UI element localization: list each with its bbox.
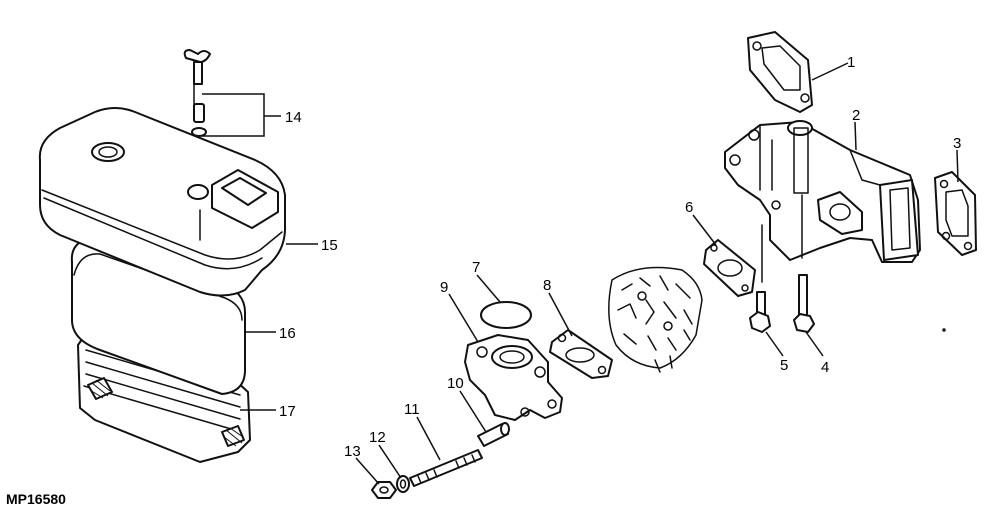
part-5-screw: [749, 291, 771, 333]
callout-7: 7: [472, 259, 480, 276]
callout-10: 10: [447, 375, 464, 392]
callout-6: 6: [685, 199, 693, 216]
part-14-wing-nut-stud: [183, 49, 211, 137]
part-8-gasket: [549, 329, 613, 379]
cover-intake-port: [211, 169, 279, 229]
callout-3: 3: [953, 135, 961, 152]
part-13-nut: [371, 481, 397, 499]
part-3-gasket: [934, 171, 977, 256]
part-9-elbow: [464, 334, 563, 421]
callout-11: 11: [404, 401, 420, 418]
part-10-spacer: [477, 422, 510, 447]
callouts: 1 2 3 4 5 6 7 8 9 10 11 12 13 14 15 16 1…: [279, 54, 961, 460]
left-screen: [87, 377, 113, 400]
part-6-gasket: [703, 239, 756, 297]
part-1-gasket: [747, 31, 813, 113]
part-4-cap-screw: [793, 274, 815, 333]
part-12-washer: [396, 475, 410, 493]
callout-5: 5: [780, 357, 788, 374]
leader-lines: [202, 62, 959, 485]
part-15-cover: [38, 107, 286, 297]
carburetor: [608, 266, 703, 373]
callout-8: 8: [543, 277, 551, 294]
callout-4: 4: [821, 359, 829, 376]
callout-9: 9: [440, 279, 448, 296]
part-17-base: [77, 334, 251, 463]
callout-13: 13: [344, 443, 361, 460]
part-11-stud: [409, 449, 483, 487]
figure-id: MP16580: [6, 491, 66, 507]
callout-12: 12: [369, 429, 386, 446]
callout-2: 2: [852, 107, 860, 124]
callout-1: 1: [847, 54, 855, 71]
callout-15: 15: [321, 237, 338, 254]
right-screen: [221, 425, 245, 447]
callout-14: 14: [285, 109, 302, 126]
part-7-o-ring: [480, 301, 532, 329]
callout-17: 17: [279, 403, 296, 420]
stray-mark: [942, 328, 946, 332]
part-2-intake-manifold: [724, 120, 921, 283]
callout-16: 16: [279, 325, 296, 342]
